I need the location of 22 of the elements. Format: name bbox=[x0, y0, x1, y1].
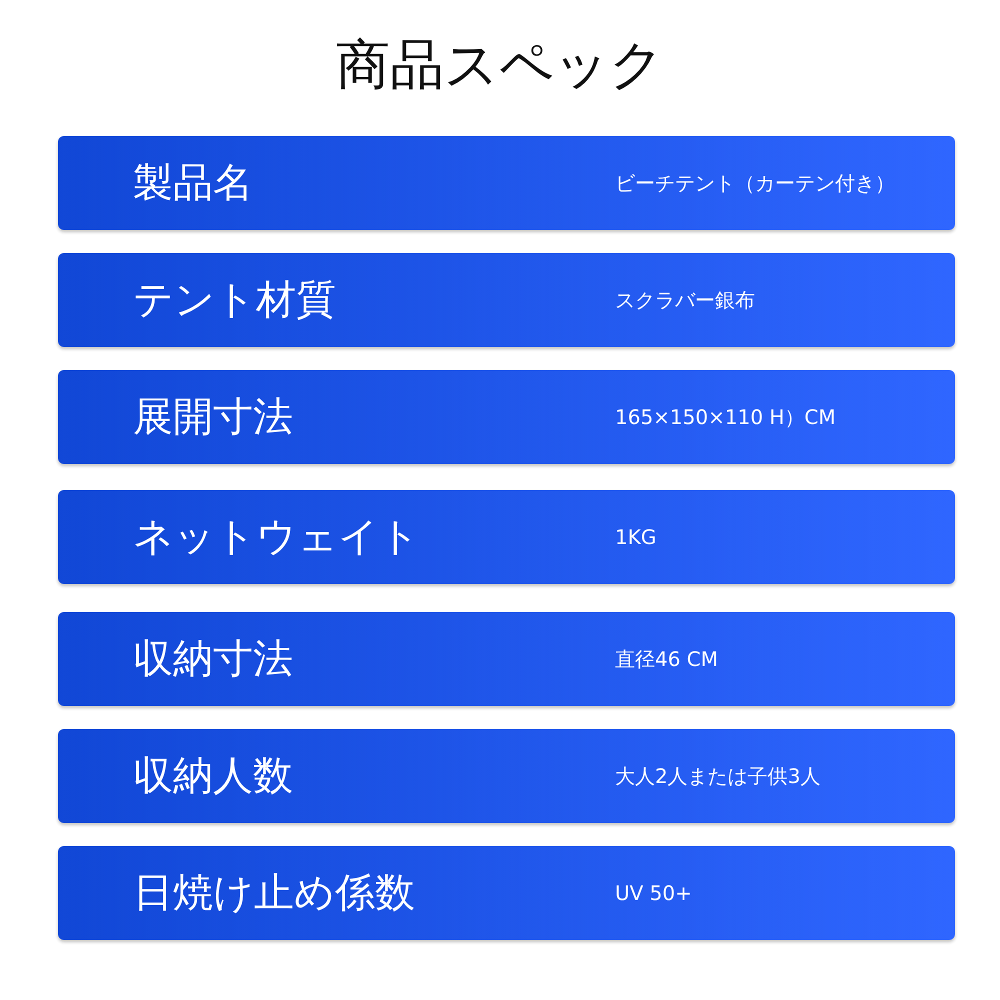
spec-name: 日焼け止め係数 bbox=[133, 869, 415, 918]
spec-name: 収納人数 bbox=[133, 752, 293, 801]
spec-name: テント材質 bbox=[133, 276, 336, 325]
spec-row-bar bbox=[58, 612, 955, 706]
spec-value: ビーチテント（カーテン付き） bbox=[615, 170, 895, 197]
spec-value: スクラバー銀布 bbox=[615, 287, 755, 314]
spec-row-bar bbox=[58, 136, 955, 230]
spec-row-bar bbox=[58, 729, 955, 823]
spec-name: 展開寸法 bbox=[133, 393, 293, 442]
spec-row-bar bbox=[58, 253, 955, 347]
page-title: 商品スペック bbox=[335, 32, 665, 98]
spec-name: 収納寸法 bbox=[133, 635, 293, 684]
spec-value: 165×150×110 H）CM bbox=[615, 404, 836, 431]
spec-name: 製品名 bbox=[133, 159, 253, 208]
spec-row-bar bbox=[58, 846, 955, 940]
spec-value: UV 50+ bbox=[615, 880, 692, 907]
spec-row-bar bbox=[58, 490, 955, 584]
spec-row-bar bbox=[58, 370, 955, 464]
spec-value: 大人2人または子供3人 bbox=[615, 763, 820, 790]
spec-name: ネットウェイト bbox=[133, 513, 420, 562]
spec-value: 1KG bbox=[615, 524, 656, 551]
spec-value: 直径46 CM bbox=[615, 646, 718, 673]
